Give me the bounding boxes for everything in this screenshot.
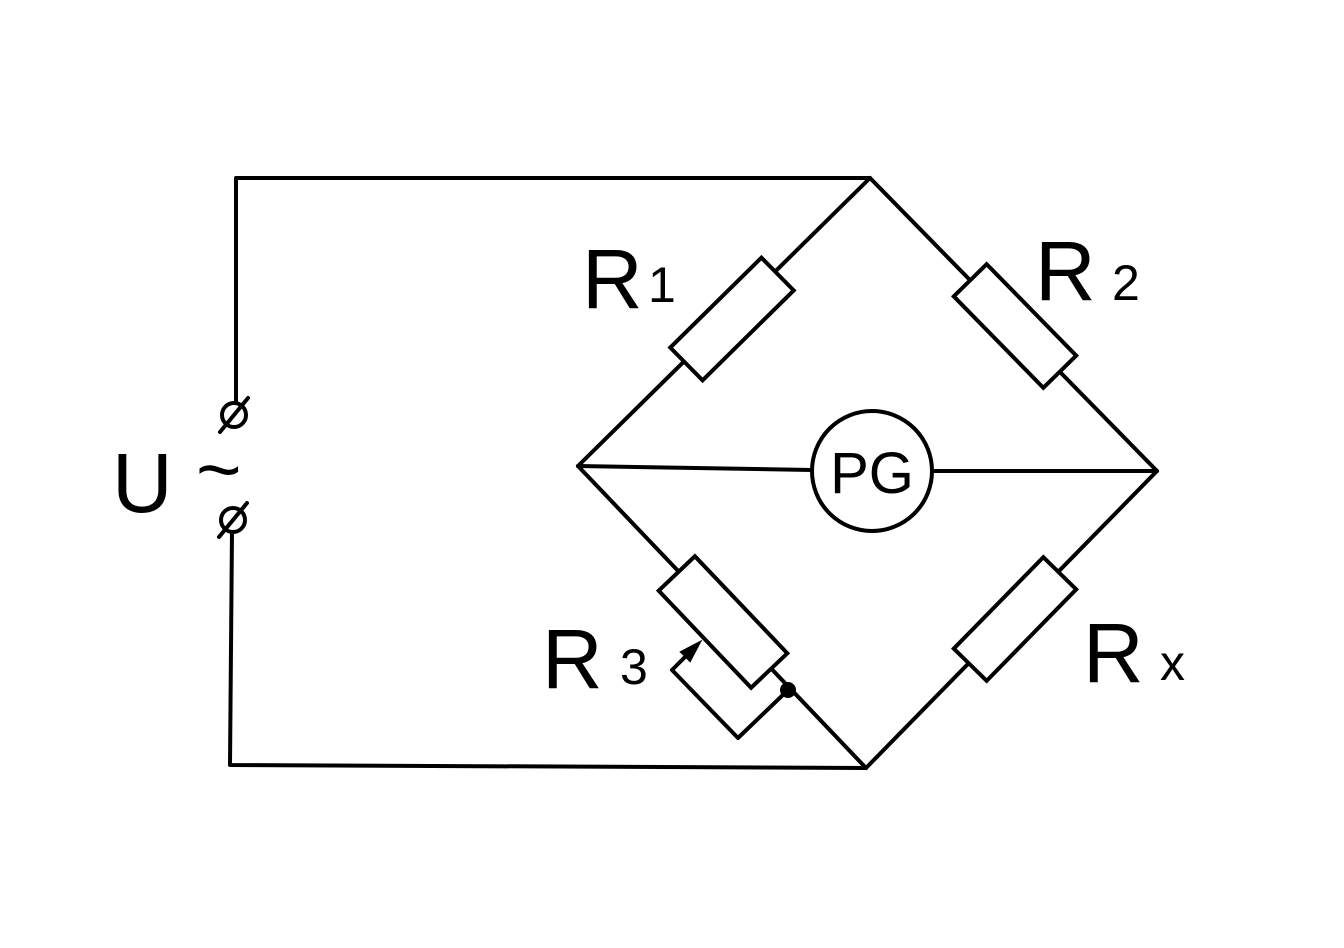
label-rx: R x	[1083, 606, 1185, 700]
wire-bottom-supply	[228, 528, 868, 770]
svg-text:3: 3	[620, 639, 648, 695]
svg-text:2: 2	[1112, 255, 1140, 311]
galvanometer-circle	[810, 409, 934, 533]
galvanometer: PG	[810, 409, 934, 533]
resistor-r1	[667, 254, 797, 384]
junction-dot	[780, 682, 796, 698]
rheostat-wiper-loop	[670, 648, 790, 740]
label-r1: R 1	[582, 232, 676, 326]
svg-text:R: R	[1035, 224, 1096, 318]
svg-text:1: 1	[648, 257, 676, 313]
label-supply: U ~	[112, 425, 242, 530]
galvanometer-label: PG	[830, 441, 914, 506]
terminal-top	[218, 396, 250, 434]
label-r3: R 3	[542, 612, 648, 706]
svg-text:R: R	[582, 232, 643, 326]
wiper-arrowhead	[679, 639, 703, 663]
wire-top-supply	[234, 176, 872, 404]
svg-text:R: R	[542, 612, 603, 706]
label-r2: R 2	[1035, 224, 1140, 318]
resistor-r3	[655, 553, 791, 691]
ac-symbol: ~	[196, 425, 242, 513]
terminal-bottom	[217, 501, 249, 539]
svg-text:U: U	[112, 436, 173, 530]
svg-text:R: R	[1083, 606, 1144, 700]
wire-meter-left	[576, 464, 814, 472]
resistor-r2	[950, 261, 1080, 391]
resistor-rx	[950, 554, 1080, 684]
svg-text:x: x	[1160, 635, 1185, 691]
